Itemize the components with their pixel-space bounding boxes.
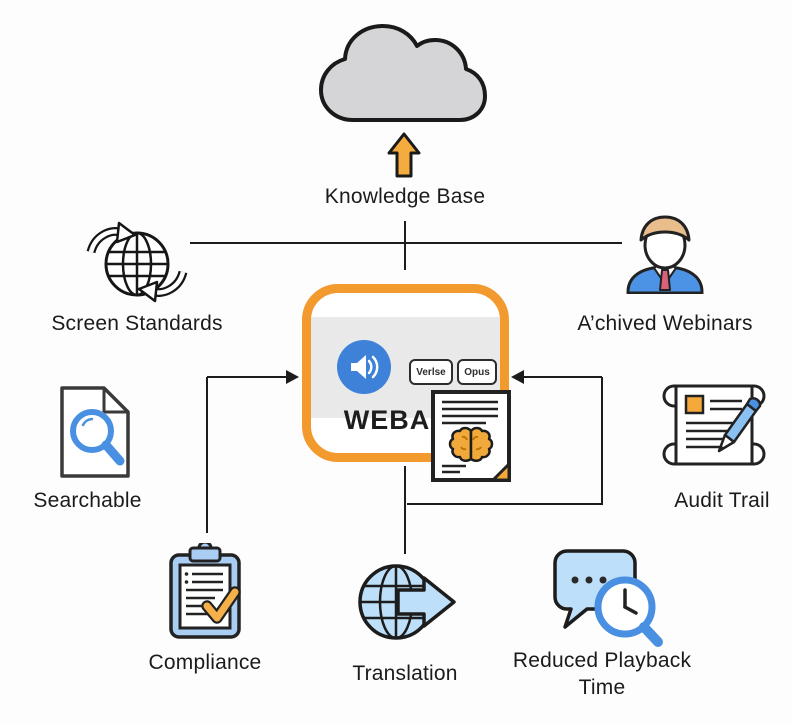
presenter-person-icon: [620, 212, 710, 299]
chat-clock-magnifier-icon: [545, 545, 670, 662]
connector-right-vertical: [601, 377, 603, 504]
connector-left-horizontal: [207, 376, 287, 378]
document-magnifier-icon: [52, 383, 137, 486]
audio-speaker-icon: [337, 340, 391, 394]
codec-button-opus: Opus: [457, 359, 497, 385]
weba-title: WEBA: [343, 405, 431, 435]
connector-right-horizontal-top: [523, 376, 602, 378]
connector-top-horizontal: [190, 242, 622, 244]
globe-arrow-icon: [352, 556, 457, 657]
arrowhead-into-box-left: [286, 370, 299, 384]
translation-label: Translation: [352, 662, 458, 685]
audit-trail-label: Audit Trail: [674, 489, 770, 512]
codec-button-verlse-label: Verlse: [416, 366, 446, 378]
connector-right-horizontal-bottom: [407, 503, 603, 505]
screen-standards-label: Screen Standards: [51, 312, 223, 335]
brain-icon: [448, 426, 494, 462]
archived-webinars-label: A’chived Webinars: [577, 312, 753, 335]
codec-button-verlse: Verlse: [409, 359, 453, 385]
connector-bottom-vertical: [404, 466, 406, 554]
cloud-icon: [315, 24, 490, 135]
codec-button-opus-label: Opus: [464, 366, 490, 378]
searchable-label: Searchable: [33, 489, 142, 512]
arrowhead-into-box-right: [511, 370, 524, 384]
connector-cloud-vertical: [404, 221, 406, 270]
globe-sync-icon: [75, 220, 190, 309]
compliance-label: Compliance: [148, 651, 262, 674]
connector-left-vertical: [206, 377, 208, 533]
reduced-playback-time-label: Reduced Playback Time: [512, 649, 692, 699]
clipboard-check-icon: [165, 540, 245, 647]
upload-arrow-icon: [386, 131, 422, 184]
weba-format-box: Verlse Opus WEBA: [302, 284, 511, 482]
scroll-pen-icon: [652, 380, 777, 483]
transcript-brain-document-icon: [430, 389, 515, 489]
knowledge-base-label: Knowledge Base: [324, 185, 486, 208]
